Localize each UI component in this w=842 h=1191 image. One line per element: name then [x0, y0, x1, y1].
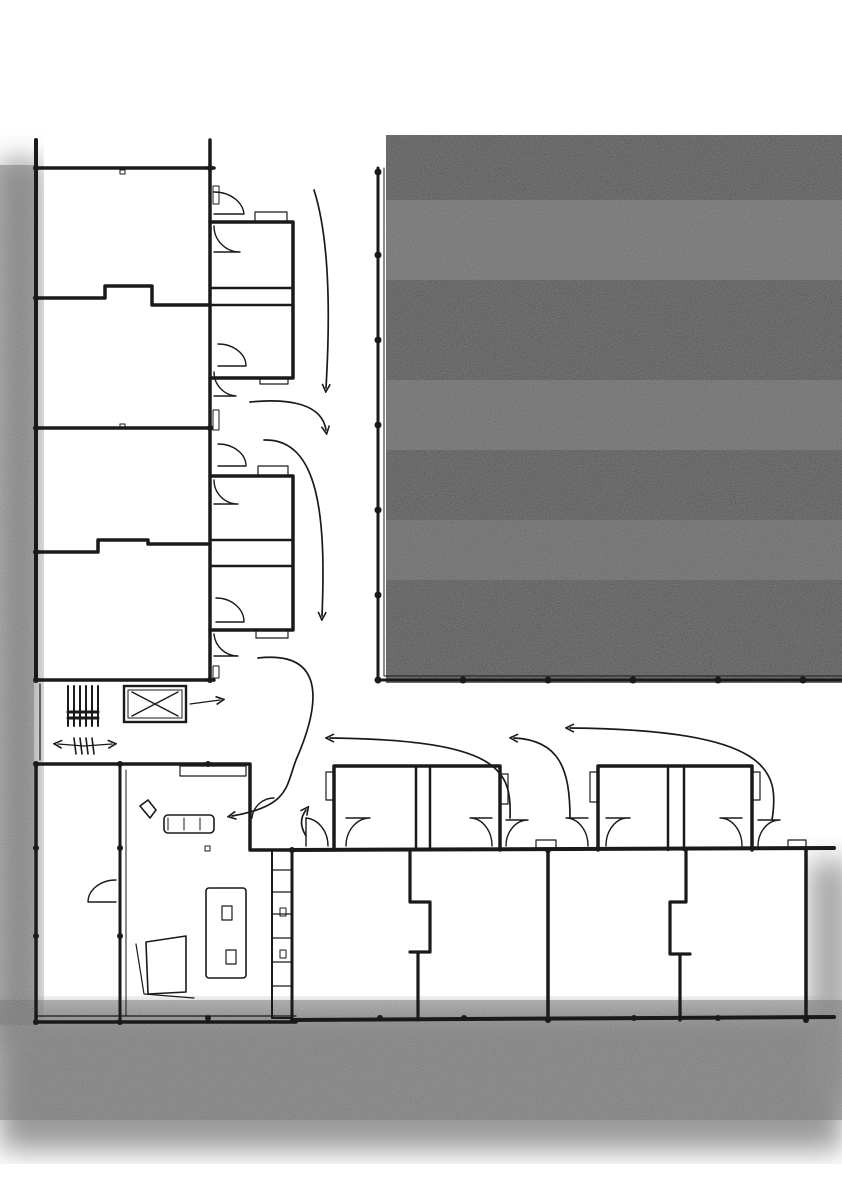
courtyard-shading — [386, 135, 842, 683]
south-wing-columns — [289, 847, 809, 1023]
corner-columns — [33, 761, 211, 1025]
entry-bench — [271, 849, 293, 1019]
stair-lift-zone — [39, 683, 220, 761]
south-bathroom-pods — [305, 764, 781, 852]
west-wing-vents — [119, 169, 220, 679]
lift-shaft — [122, 684, 188, 724]
door-swings-south — [305, 817, 781, 847]
courtyard-columns — [374, 168, 807, 684]
corner-block — [33, 761, 298, 1025]
west-wing-columns — [33, 165, 213, 683]
west-bathroom-pods — [208, 191, 295, 657]
door-swings-west — [213, 191, 247, 657]
west-wing — [33, 138, 220, 683]
circulation-arrows — [232, 189, 775, 837]
stair-treads — [66, 685, 100, 727]
courtyard-wall — [374, 166, 842, 684]
lobby-furniture — [135, 799, 247, 999]
south-wing — [289, 839, 836, 1024]
